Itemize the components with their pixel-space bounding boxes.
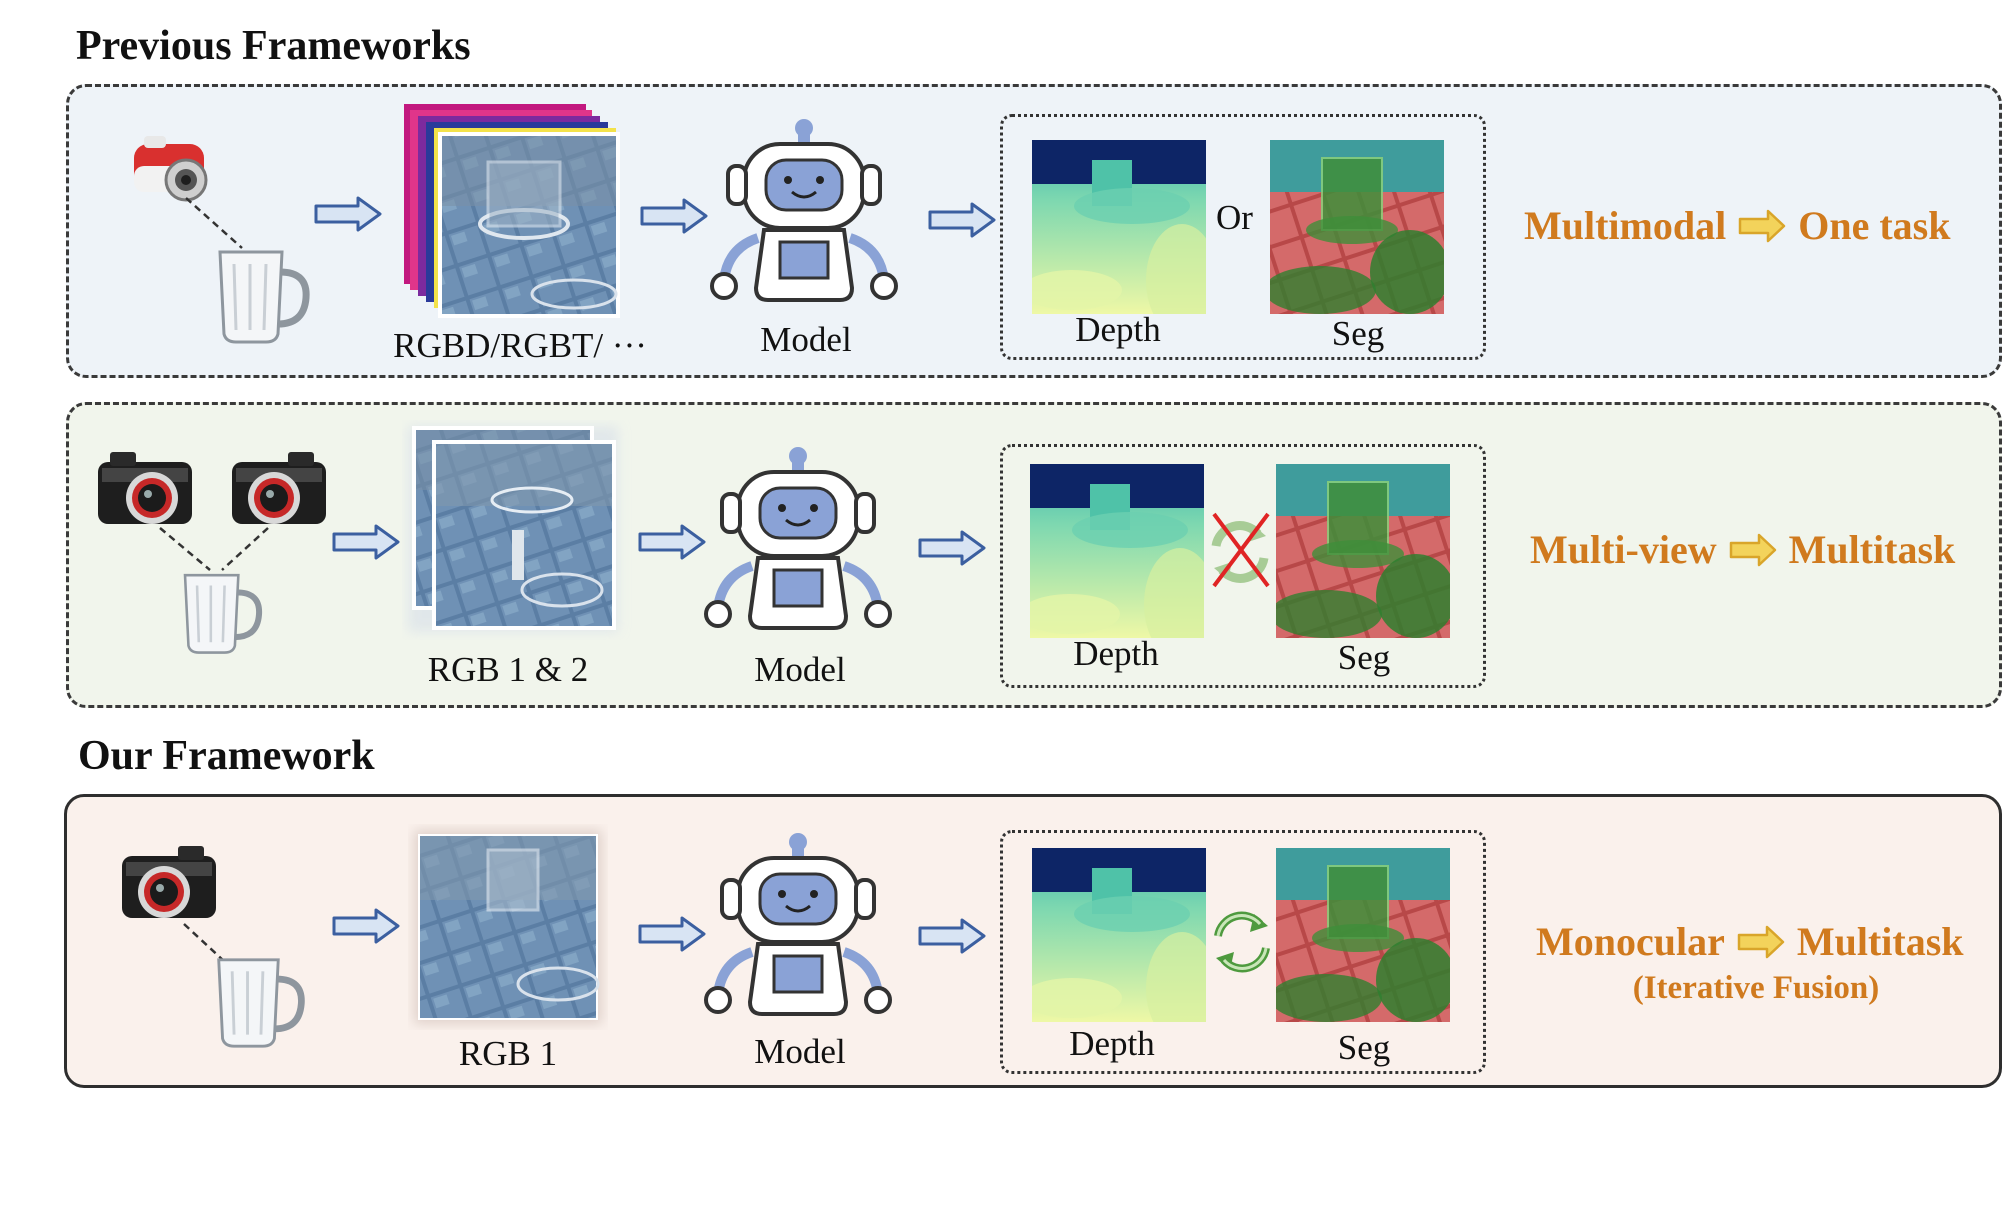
arrow-right-icon [918,530,986,566]
camera-icon [128,130,218,210]
summary-monocular: Monocular Multitask [1536,918,1964,965]
arrow-right-icon [918,918,986,954]
camera-icon [228,440,332,536]
section-title-ours: Our Framework [78,733,375,779]
depth-map-image [1032,848,1206,1022]
mug-icon [174,570,270,656]
summary-right: One task [1798,203,1951,248]
summary-multimodal: Multimodal One task [1524,202,1950,249]
summary-arrow-icon [1737,925,1785,959]
depth-map-image [1030,464,1204,638]
arrow-right-icon [928,202,996,238]
summary-left: Multi-view [1530,527,1717,572]
segmentation-image [1276,464,1450,638]
seg-label: Seg [1337,1028,1391,1067]
seg-label: Seg [1331,314,1385,353]
depth-map-image [1032,140,1206,314]
depth-label: Depth [1073,634,1159,673]
summary-right: Multitask [1788,527,1956,572]
rgb-image-pair [402,420,632,640]
mug-icon [210,954,310,1050]
mug-icon [212,246,314,346]
robot-icon [702,446,894,638]
arrow-right-icon [314,196,382,232]
multimodal-image-stack [404,104,624,324]
rgb-image [408,824,608,1030]
camera-icon [94,440,198,536]
output-box [1000,444,1486,688]
section-title-previous: Previous Frameworks [76,23,471,69]
summary-multiview: Multi-view Multitask [1530,526,1955,573]
summary-left: Multimodal [1524,203,1727,248]
segmentation-image [1276,848,1450,1022]
arrow-right-icon [638,524,706,560]
summary-arrow-icon [1729,533,1777,567]
input-label: RGB 1 [458,1034,558,1073]
cross-icon [1208,510,1274,590]
camera-icon [118,834,222,930]
robot-icon [702,832,894,1024]
depth-label: Depth [1075,310,1161,349]
arrow-right-icon [332,524,400,560]
depth-label: Depth [1069,1024,1155,1063]
segmentation-image [1270,140,1444,314]
summary-arrow-icon [1738,209,1786,243]
seg-label: Seg [1337,638,1391,677]
output-box [1000,114,1486,360]
model-label: Model [754,650,846,689]
or-label: Or [1216,198,1253,237]
cycle-arrows-icon [1204,904,1280,980]
summary-left: Monocular [1536,919,1725,964]
input-label: RGBD/RGBT/ ··· [393,326,647,365]
summary-subtitle: (Iterative Fusion) [1632,970,1880,1006]
output-box [1000,830,1486,1074]
model-label: Model [754,1032,846,1071]
arrow-right-icon [638,916,706,952]
arrow-right-icon [332,908,400,944]
input-label: RGB 1 & 2 [427,650,589,689]
robot-icon [708,118,900,310]
model-label: Model [760,320,852,359]
summary-right: Multitask [1796,919,1964,964]
arrow-right-icon [640,198,708,234]
